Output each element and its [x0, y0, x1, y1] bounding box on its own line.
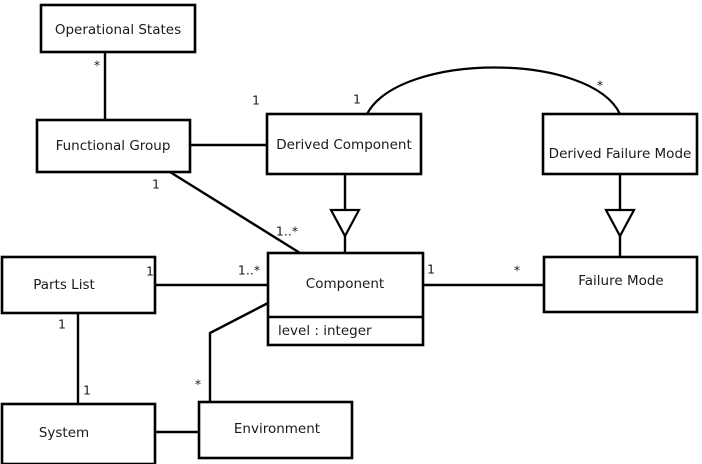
multiplicity-parts-list-to-system-bottom: 1	[83, 383, 91, 398]
class-rect-environment	[197, 400, 354, 460]
multiplicity-component-to-failure-mode-near: 1	[427, 262, 435, 277]
class-rect-parts-list	[0, 255, 157, 315]
class-rect-derived-component	[265, 112, 423, 176]
association-derived-component-derived-failure-mode	[366, 66, 621, 115]
hollow-triangle-icon-derived-failure-mode	[604, 208, 636, 239]
class-name-system: System	[39, 425, 89, 441]
class-box-parts-list[interactable]: Parts List	[0, 255, 157, 315]
class-box-system[interactable]: System	[0, 402, 157, 464]
class-rect-system	[0, 402, 157, 464]
association-functional-group-component	[169, 170, 301, 255]
class-rect-component	[266, 251, 425, 347]
association-environment-component	[208, 301, 269, 402]
multiplicity-parts-list-to-component-far: 1..*	[238, 263, 260, 278]
multiplicity-component-to-failure-mode-far: *	[514, 263, 520, 278]
class-name-derived-failure-mode: Derived Failure Mode	[549, 146, 692, 162]
multiplicity-functional-group-to-component-far: 1..*	[276, 224, 298, 239]
class-box-operational-states[interactable]: Operational States	[39, 3, 197, 54]
class-name-environment: Environment	[234, 421, 320, 437]
multiplicity-operational-states-to-functional-group: *	[94, 58, 100, 73]
class-name-functional-group: Functional Group	[56, 138, 171, 154]
class-box-failure-mode[interactable]: Failure Mode	[542, 255, 699, 314]
class-rect-operational-states	[39, 3, 197, 54]
multiplicity-derived-component-arc: 1	[353, 92, 361, 107]
multiplicity-parts-list-to-system-top: 1	[58, 317, 66, 332]
class-name-operational-states: Operational States	[55, 22, 181, 38]
multiplicity-functional-group-to-derived-component: 1	[252, 93, 260, 108]
class-box-derived-component[interactable]: Derived Component	[265, 112, 423, 176]
hollow-triangle-icon-derived-component	[329, 208, 361, 239]
class-box-environment[interactable]: Environment	[197, 400, 354, 460]
class-box-derived-failure-mode[interactable]: Derived Failure Mode	[541, 112, 699, 176]
class-name-component: Component	[306, 276, 384, 292]
class-box-functional-group[interactable]: Functional Group	[35, 118, 192, 174]
class-box-component[interactable]: Component level : integer	[266, 251, 425, 347]
class-rect-functional-group	[35, 118, 192, 174]
class-rect-failure-mode	[542, 255, 699, 314]
class-name-parts-list: Parts List	[33, 277, 95, 293]
class-name-derived-component: Derived Component	[276, 137, 412, 153]
multiplicity-environment-to-component: *	[195, 377, 201, 392]
multiplicity-derived-failure-mode-arc: *	[597, 78, 603, 93]
multiplicity-parts-list-to-component-near: 1	[146, 264, 154, 279]
class-rect-derived-failure-mode	[541, 112, 699, 176]
class-attribute-component-level: level : integer	[278, 323, 372, 339]
multiplicity-functional-group-to-component-near: 1	[152, 177, 160, 192]
class-name-failure-mode: Failure Mode	[578, 273, 664, 289]
